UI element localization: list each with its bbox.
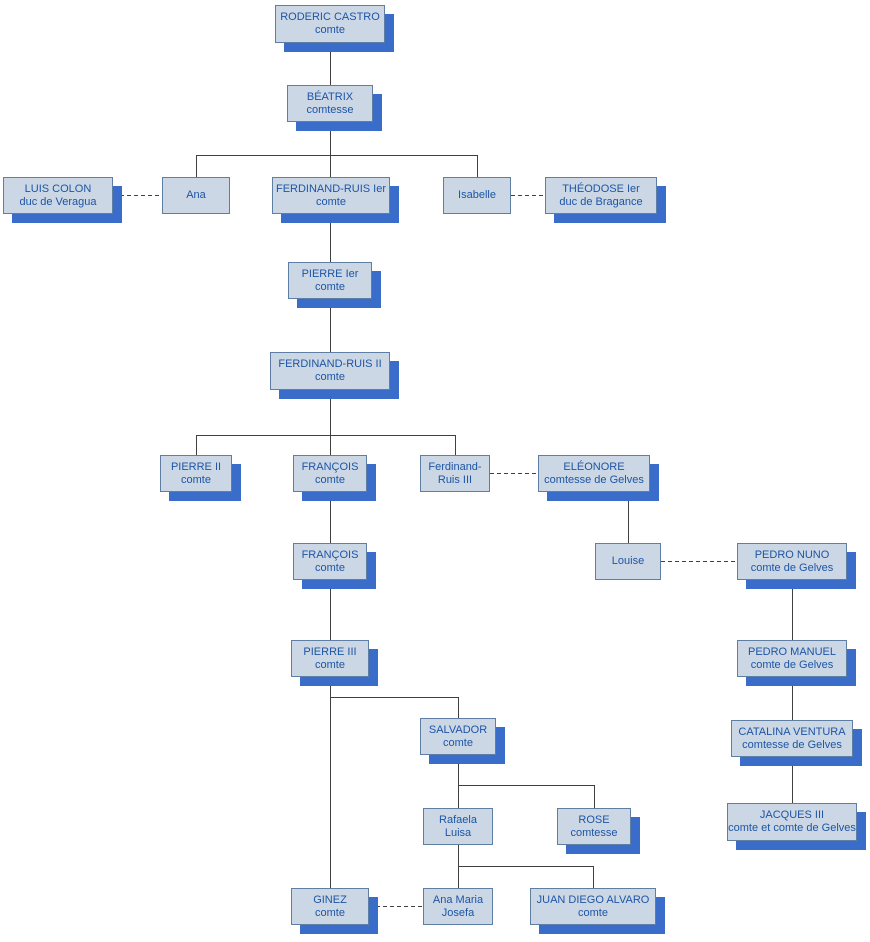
node-roderic-castro[interactable]: RODERIC CASTRO comte <box>275 5 385 43</box>
person-title: Ruis III <box>437 473 473 486</box>
node-pierre-ii[interactable]: PIERRE II comte <box>160 455 232 492</box>
person-name: PIERRE Ier <box>301 267 359 280</box>
node-ferdinand-ruis-iii[interactable]: Ferdinand- Ruis III <box>420 455 490 492</box>
person-name: THÉODOSE Ier <box>562 182 640 195</box>
person-title: comtesse de Gelves <box>742 738 842 751</box>
person-title: comte <box>315 906 345 919</box>
person-name: PEDRO MANUEL <box>747 645 837 658</box>
node-ana-maria-josefa[interactable]: Ana Maria Josefa <box>423 888 493 925</box>
node-theodose-ier[interactable]: THÉODOSE Ier duc de Bragance <box>545 177 657 214</box>
node-catalina-ventura[interactable]: CATALINA VENTURA comtesse de Gelves <box>731 720 853 757</box>
person-title: comte <box>315 280 345 293</box>
person-title: comtesse <box>570 826 618 839</box>
node-louise[interactable]: Louise <box>595 543 661 580</box>
person-name: FERDINAND-RUIS Ier <box>275 182 386 195</box>
person-title: comtesse <box>306 103 354 116</box>
person-title: duc de Veragua <box>19 195 97 208</box>
node-eleonore[interactable]: ELÉONORE comtesse de Gelves <box>538 455 650 492</box>
person-name: Isabelle <box>458 189 496 201</box>
person-title: comte <box>578 906 608 919</box>
person-title: comte et comte de Gelves <box>728 822 856 834</box>
person-title: comtesse de Gelves <box>544 473 644 486</box>
person-name: Louise <box>611 555 645 567</box>
person-title: comte <box>315 24 345 36</box>
person-title: comte <box>316 195 346 208</box>
person-name: PIERRE II <box>170 460 222 473</box>
person-title: Josefa <box>441 906 475 919</box>
node-rafaela-luisa[interactable]: Rafaela Luisa <box>423 808 493 845</box>
person-name: FRANÇOIS <box>301 548 359 561</box>
person-name: Ana Maria <box>432 893 484 906</box>
node-pedro-manuel[interactable]: PEDRO MANUEL comte de Gelves <box>737 640 847 677</box>
person-title: comte de Gelves <box>750 658 834 671</box>
person-title: duc de Bragance <box>559 195 643 208</box>
person-name: Rafaela <box>439 813 477 826</box>
person-title: comte <box>181 473 211 486</box>
person-name: JUAN DIEGO ALVARO <box>536 893 650 906</box>
person-title: comte <box>315 658 345 671</box>
person-name: PIERRE III <box>303 645 357 658</box>
person-name: PEDRO NUNO <box>754 548 830 561</box>
node-ferdinand-ruis-ii[interactable]: FERDINAND-RUIS II comte <box>270 352 390 390</box>
node-pierre-ier[interactable]: PIERRE Ier comte <box>288 262 372 299</box>
node-isabelle[interactable]: Isabelle <box>443 177 511 214</box>
node-pedro-nuno[interactable]: PEDRO NUNO comte de Gelves <box>737 543 847 580</box>
person-title: comte <box>315 473 345 486</box>
person-name: Ferdinand- <box>428 460 482 473</box>
node-francois-i[interactable]: FRANÇOIS comte <box>293 455 367 492</box>
person-name: SALVADOR <box>428 723 488 736</box>
node-pierre-iii[interactable]: PIERRE III comte <box>291 640 369 677</box>
node-salvador[interactable]: SALVADOR comte <box>420 718 496 755</box>
node-luis-colon[interactable]: LUIS COLON duc de Veragua <box>3 177 113 214</box>
person-name: CATALINA VENTURA <box>738 725 846 738</box>
node-jacques-iii[interactable]: JACQUES III comte et comte de Gelves <box>727 803 857 841</box>
person-name: GINEZ <box>313 893 347 906</box>
node-rose[interactable]: ROSE comtesse <box>557 808 631 845</box>
node-ferdinand-ruis-ier[interactable]: FERDINAND-RUIS Ier comte <box>272 177 390 214</box>
node-beatrix[interactable]: BÉATRIX comtesse <box>287 85 373 122</box>
person-name: ELÉONORE <box>563 460 625 473</box>
person-name: RODERIC CASTRO <box>280 11 380 23</box>
node-francois-ii[interactable]: FRANÇOIS comte <box>293 543 367 580</box>
person-title: comte de Gelves <box>750 561 834 574</box>
person-name: BÉATRIX <box>306 90 354 103</box>
person-name: Ana <box>186 189 206 201</box>
node-ana[interactable]: Ana <box>162 177 230 214</box>
person-title: Luisa <box>444 826 472 839</box>
person-name: FERDINAND-RUIS II <box>278 358 382 370</box>
node-ginez[interactable]: GINEZ comte <box>291 888 369 925</box>
person-title: comte <box>315 561 345 574</box>
person-name: LUIS COLON <box>24 182 92 195</box>
person-name: ROSE <box>578 813 610 826</box>
person-name: FRANÇOIS <box>301 460 359 473</box>
person-name: JACQUES III <box>759 809 825 821</box>
node-juan-diego-alvaro[interactable]: JUAN DIEGO ALVARO comte <box>530 888 656 925</box>
person-title: comte <box>443 736 473 749</box>
person-title: comte <box>315 371 345 383</box>
